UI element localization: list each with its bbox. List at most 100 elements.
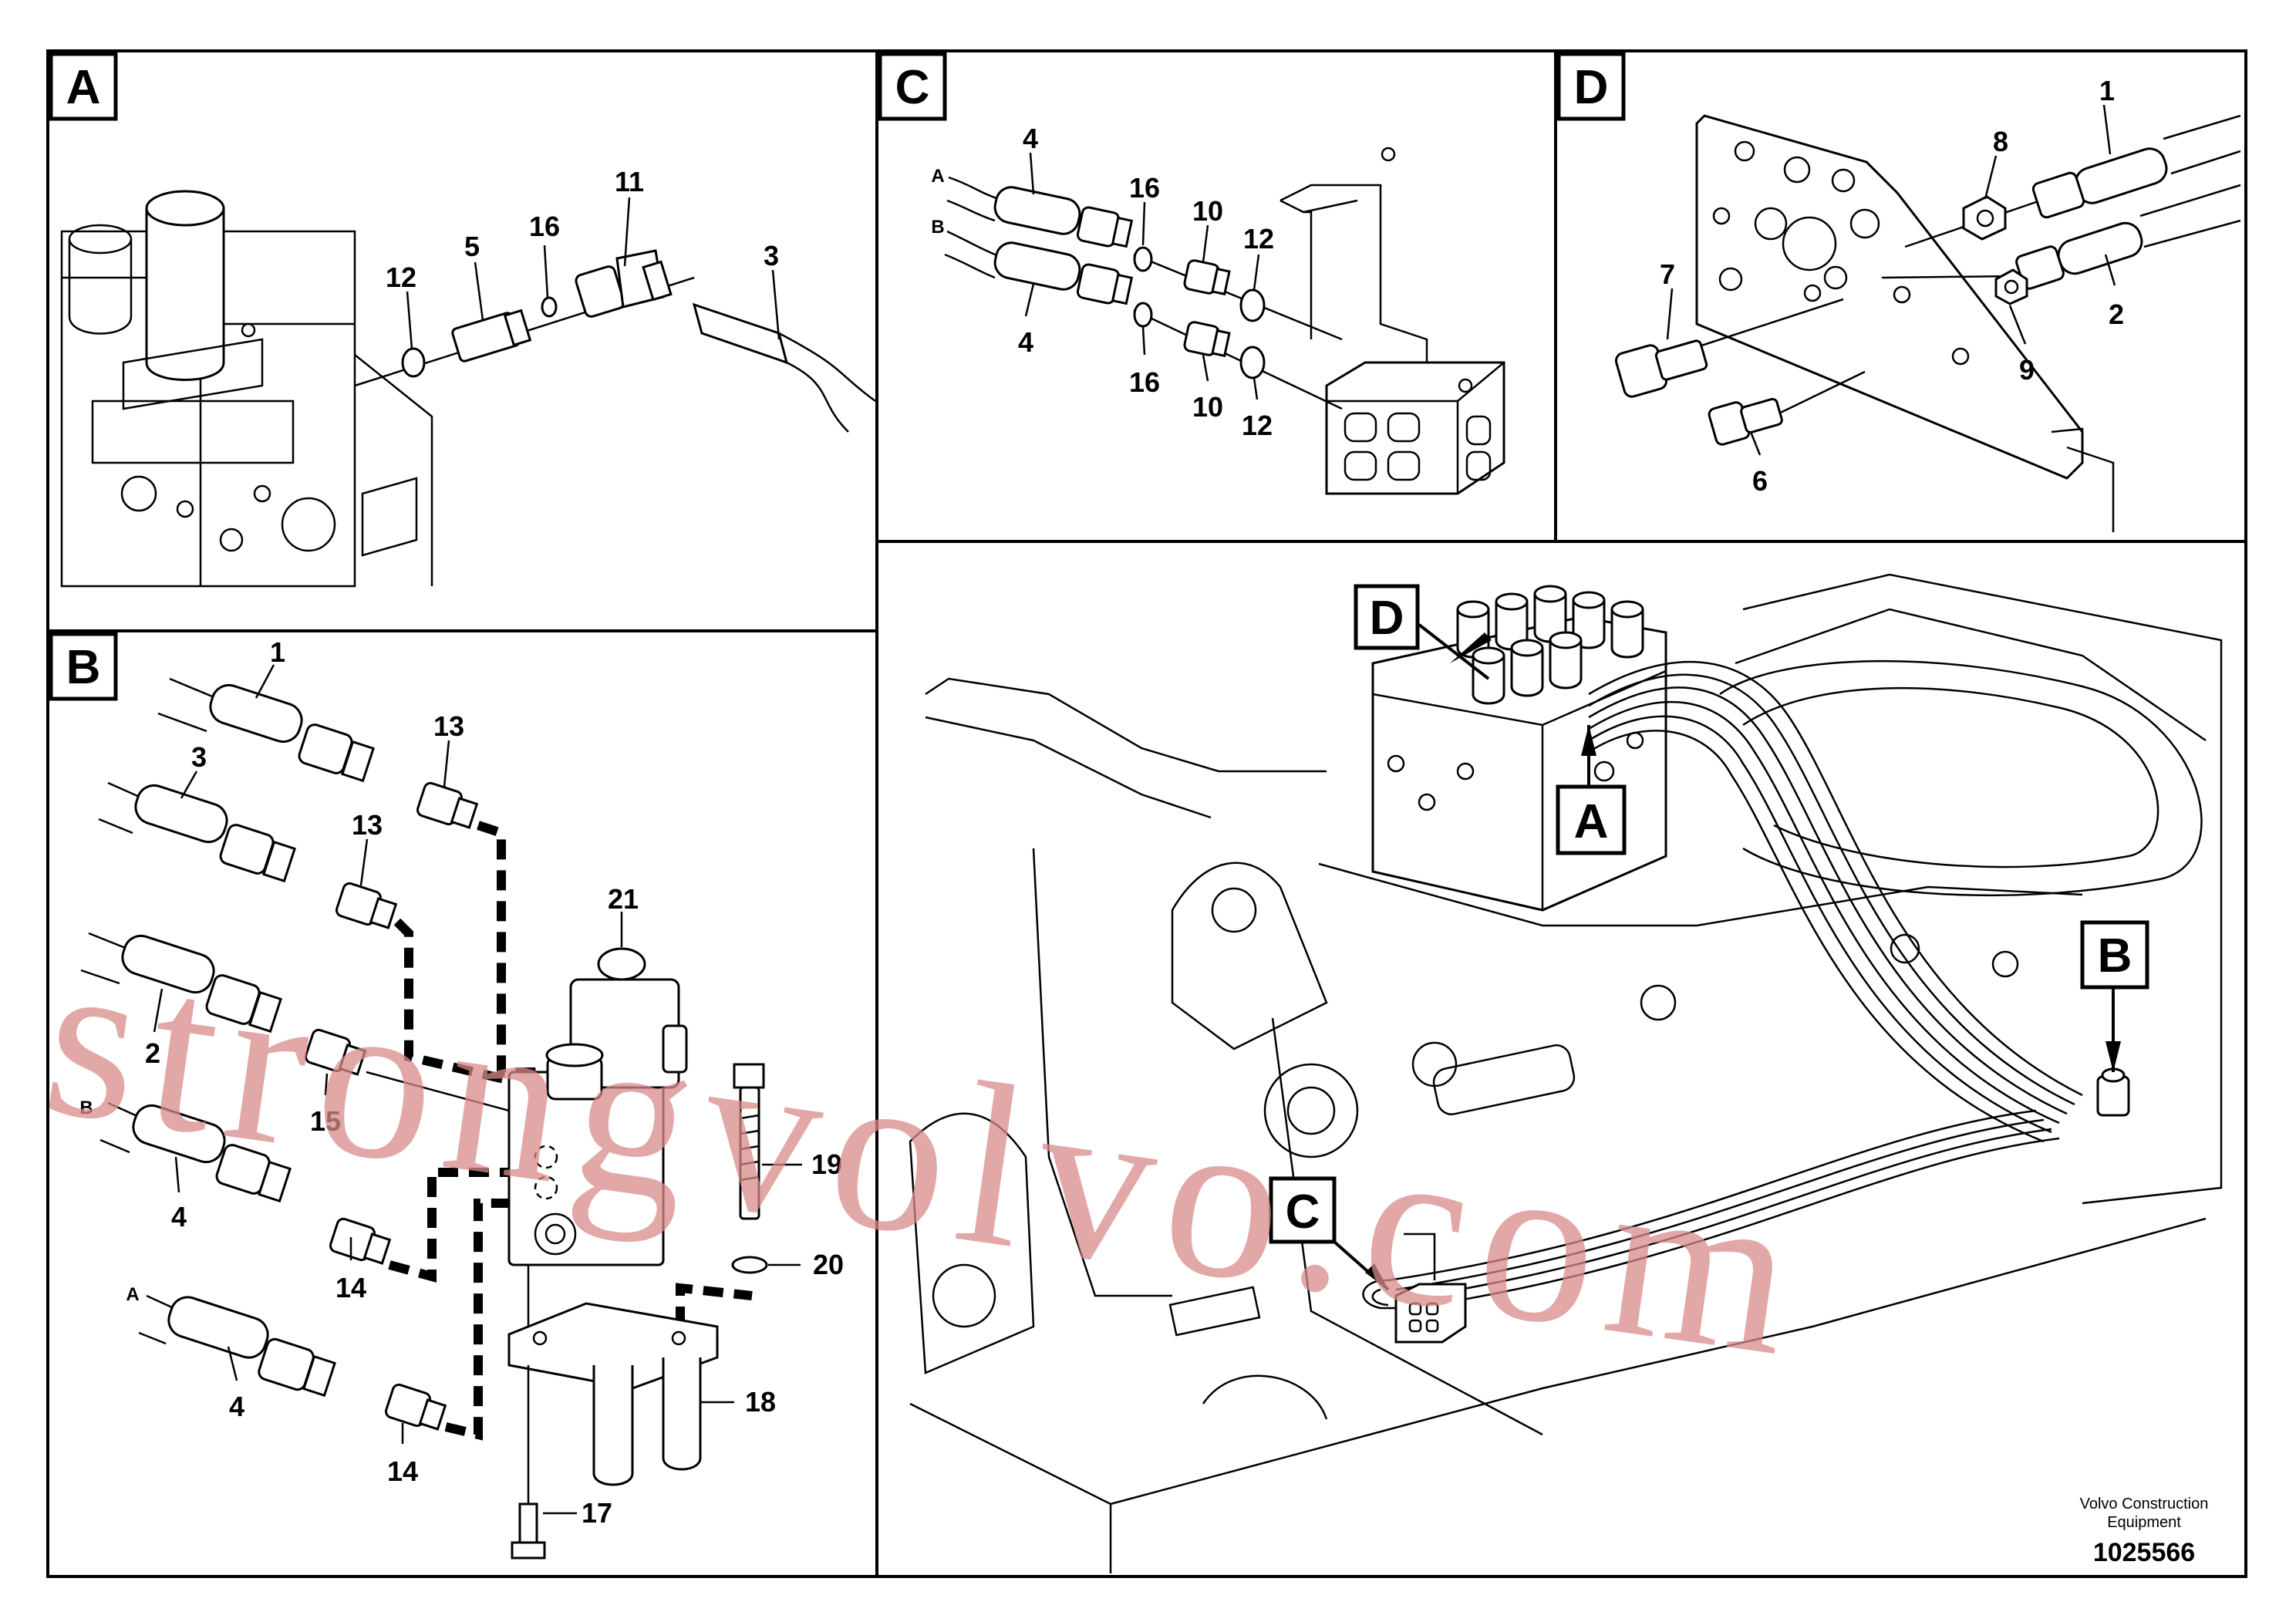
adapter-10-upper xyxy=(1183,259,1231,296)
callout-b-3: 3 xyxy=(191,741,207,773)
callout-c-4-lower: 4 xyxy=(1018,326,1033,358)
svg-text:C: C xyxy=(1286,1185,1320,1239)
adapter-13-upper xyxy=(416,781,479,829)
svg-text:D: D xyxy=(1370,592,1404,645)
port-label-a: A xyxy=(126,1284,139,1305)
o-ring-16 xyxy=(541,296,558,318)
callout-b-4-upper: 4 xyxy=(171,1201,187,1233)
adapter-15 xyxy=(305,1028,367,1076)
panel-a-tag: A xyxy=(66,61,101,114)
o-ring-12-lower xyxy=(1239,346,1266,379)
nut-9 xyxy=(1994,268,2028,305)
panel-b: B xyxy=(49,632,844,1560)
callout-a-12: 12 xyxy=(386,261,416,293)
callout-c-16-lower: 16 xyxy=(1129,366,1160,398)
elbow-11 xyxy=(575,249,673,318)
hose-1 xyxy=(157,677,376,783)
machine-overview: D A B C xyxy=(909,573,2223,1573)
callout-c-4-upper: 4 xyxy=(1023,123,1038,154)
hose-2-d xyxy=(2015,184,2241,290)
callout-b-13-upper: 13 xyxy=(433,710,464,742)
solenoid-pair xyxy=(68,190,264,410)
overview-tag-d: D xyxy=(1354,584,1492,680)
adapter-10-lower xyxy=(1183,321,1231,358)
company-name-line2: Equipment xyxy=(2107,1514,2181,1531)
hose-1-d xyxy=(2031,114,2241,219)
callout-c-16-upper: 16 xyxy=(1129,172,1160,204)
overview-tag-b: B xyxy=(2080,920,2149,1072)
panel-a-tag-box xyxy=(49,52,118,121)
nut-8 xyxy=(1962,195,2007,241)
callout-b-19: 19 xyxy=(811,1148,842,1180)
watermark: strongvolvo.com xyxy=(32,905,1820,1406)
callout-d-9: 9 xyxy=(2019,354,2035,386)
control-valve-block xyxy=(60,230,433,588)
callout-b-14-upper: 14 xyxy=(335,1272,366,1303)
callout-c-10-upper: 10 xyxy=(1192,195,1223,227)
company-name-line1: Volvo Construction xyxy=(2080,1496,2209,1512)
panel-c-tag-box xyxy=(878,52,947,121)
panel-d-tag: D xyxy=(1574,61,1609,114)
callout-b-20: 20 xyxy=(813,1249,844,1280)
callout-d-7: 7 xyxy=(1660,258,1675,290)
adapter-14-lower xyxy=(385,1383,447,1431)
hose-4-c-upper xyxy=(946,176,1134,248)
hose-3-b xyxy=(98,781,297,883)
panel-c: C A B xyxy=(878,52,1505,495)
washer-20 xyxy=(731,1256,768,1274)
callout-a-11: 11 xyxy=(615,166,644,197)
panel-b-tag-box xyxy=(49,632,118,701)
callout-d-1: 1 xyxy=(2099,75,2115,106)
adapter-7 xyxy=(1614,339,1708,398)
callout-d-2: 2 xyxy=(2109,298,2124,330)
bracket-18 xyxy=(507,1302,719,1486)
adapter-6 xyxy=(1708,397,1783,446)
distribution-block xyxy=(1279,147,1505,495)
o-ring-12-upper xyxy=(1239,288,1266,322)
svg-text:A: A xyxy=(1574,795,1609,848)
o-ring-16-upper xyxy=(1133,246,1153,272)
overview-tag-a: A xyxy=(1556,725,1627,855)
hose-bundle xyxy=(1362,661,2083,1310)
callout-b-17: 17 xyxy=(582,1497,612,1529)
overview-block-c xyxy=(1394,1233,1467,1344)
overview-valve-b xyxy=(2096,1067,2130,1117)
panel-c-tag: C xyxy=(895,61,930,114)
o-ring-12 xyxy=(401,347,426,378)
flow-line-2 xyxy=(393,918,541,1092)
callout-b-2: 2 xyxy=(145,1037,160,1069)
callout-d-6: 6 xyxy=(1752,465,1768,497)
port-label-b: B xyxy=(79,1098,93,1118)
svg-text:B: B xyxy=(2098,929,2132,983)
callout-b-18: 18 xyxy=(745,1386,776,1418)
solenoid-valve-21 xyxy=(507,947,688,1266)
hose-4-a-port xyxy=(138,1294,337,1398)
callout-b-1: 1 xyxy=(270,636,285,668)
callout-b-14-lower: 14 xyxy=(387,1455,418,1487)
bolt-17 xyxy=(511,1365,546,1560)
adapter-14-upper xyxy=(329,1217,392,1265)
adapter-5 xyxy=(451,309,532,363)
hose-4-c-lower xyxy=(944,230,1134,305)
flow-line-4 xyxy=(444,1199,509,1441)
panel-d: D xyxy=(1556,52,2241,532)
hose-2 xyxy=(80,932,283,1034)
drawing-number: 1025566 xyxy=(2093,1538,2195,1567)
callout-a-16: 16 xyxy=(529,211,560,242)
callout-a-3: 3 xyxy=(764,240,779,271)
callout-b-13-lower: 13 xyxy=(352,809,383,841)
hose-4-b-port xyxy=(99,1101,292,1203)
panel-b-tag: B xyxy=(66,641,101,694)
callout-d-8: 8 xyxy=(1993,126,2008,157)
callout-b-4-lower: 4 xyxy=(229,1391,244,1422)
mounting-plate xyxy=(1695,114,2115,532)
callout-b-15: 15 xyxy=(310,1105,341,1137)
bolt-19 xyxy=(733,1063,765,1220)
callout-b-21: 21 xyxy=(608,883,639,915)
hose-3 xyxy=(692,302,876,433)
callout-c-12-lower: 12 xyxy=(1242,410,1273,441)
port-label-c-b: B xyxy=(931,217,944,238)
flow-line-3 xyxy=(388,1168,509,1283)
o-ring-16-lower xyxy=(1133,302,1153,328)
